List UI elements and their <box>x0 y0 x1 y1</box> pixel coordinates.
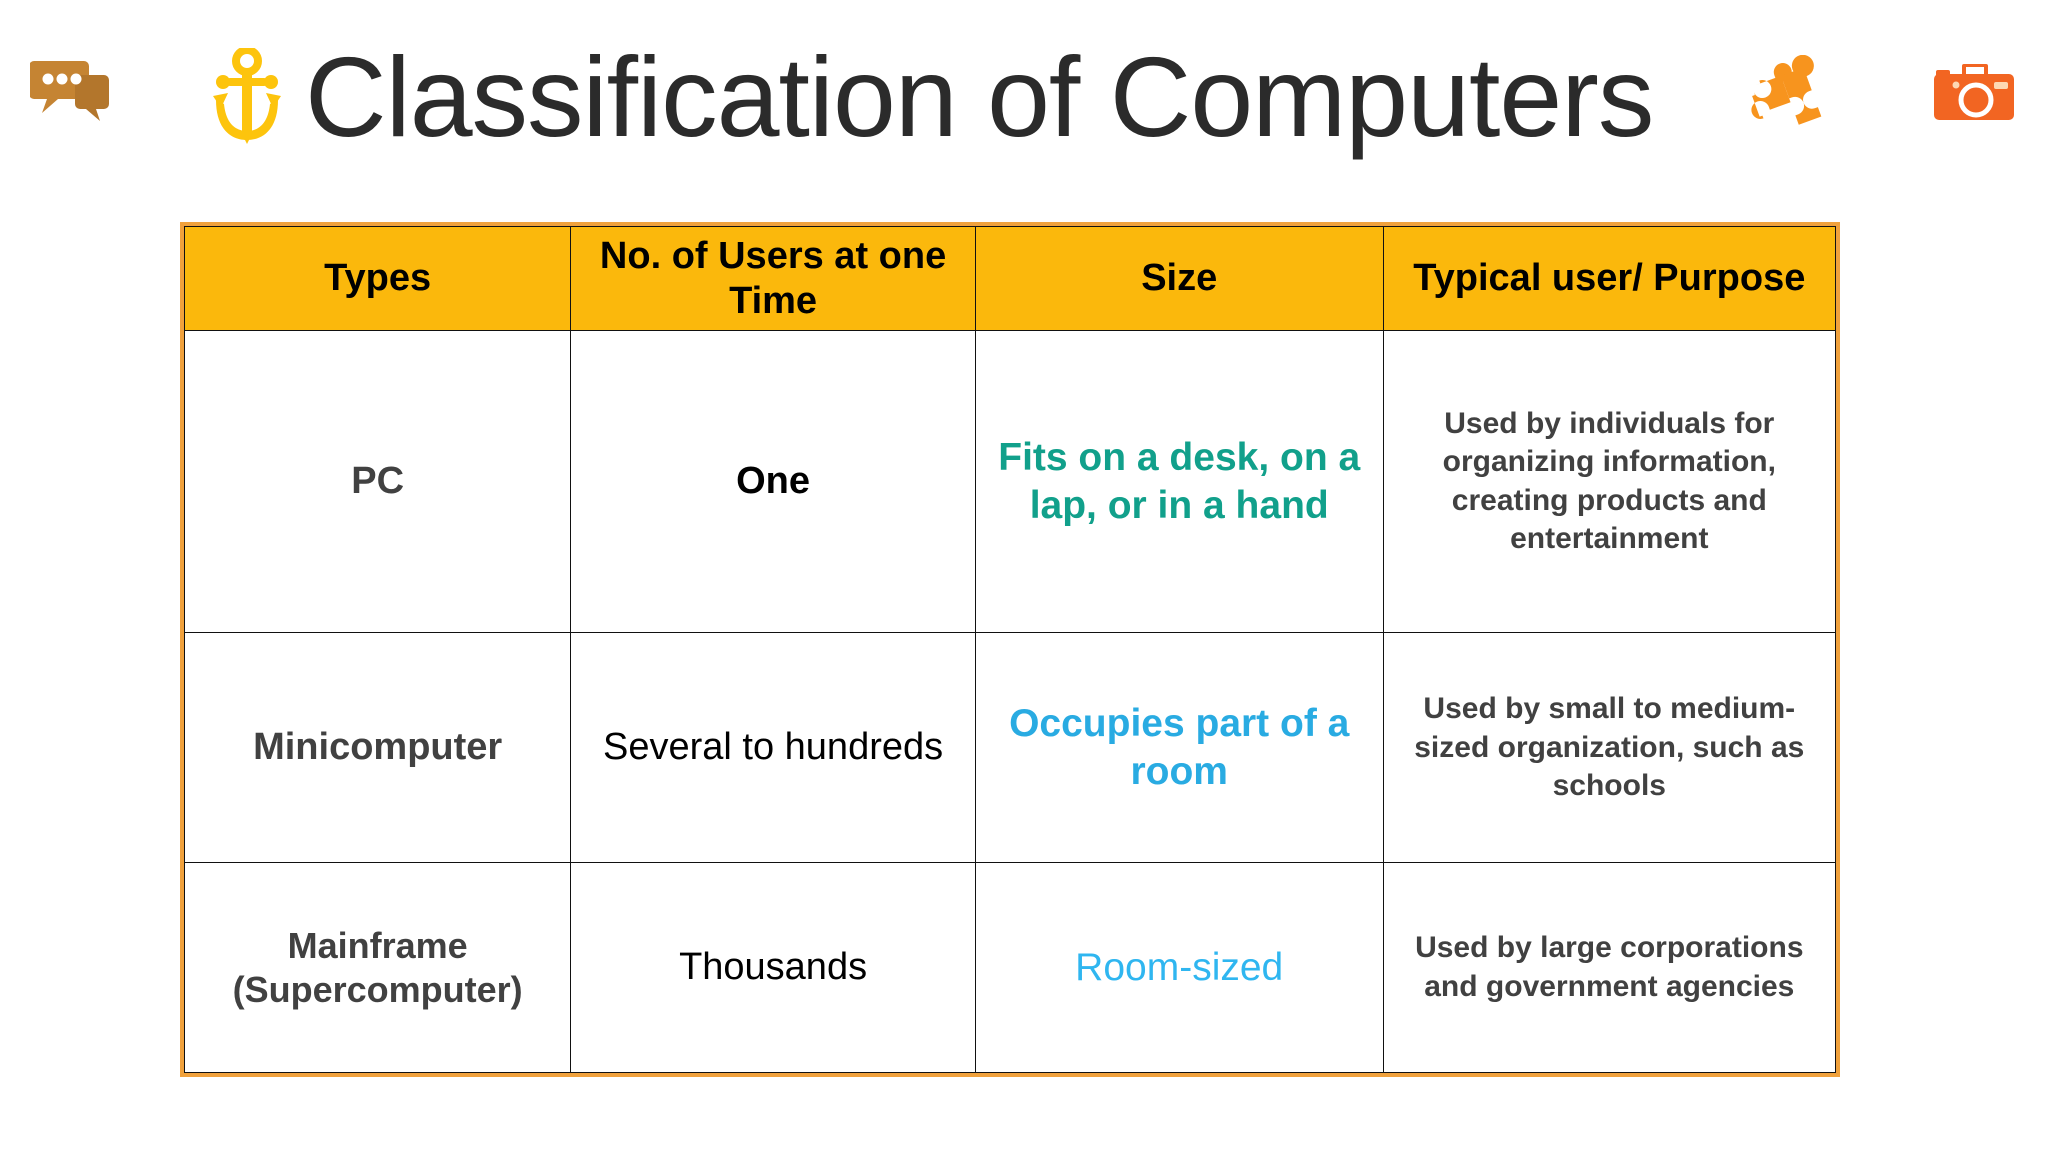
cell-size: Room-sized <box>974 862 1384 1073</box>
puzzle-piece-icon <box>1751 55 1822 125</box>
cell-size: Fits on a desk, on a lap, or in a hand <box>974 329 1384 634</box>
page-title: Classification of Computers <box>305 34 1654 160</box>
classification-table-wrapper: Types No. of Users at one Time Size Typi… <box>180 222 1840 1077</box>
classification-table: Types No. of Users at one Time Size Typi… <box>183 226 1837 1073</box>
slide-title-bar: Classification of Computers <box>0 0 2048 200</box>
column-header-purpose: Typical user/ Purpose <box>1382 226 1837 331</box>
anchor-icon <box>213 48 281 144</box>
table-row: Mainframe (Supercomputer) Thousands Room… <box>183 862 1837 1073</box>
cell-size: Occupies part of a room <box>974 632 1384 864</box>
cell-type: Mainframe (Supercomputer) <box>183 862 572 1073</box>
cell-purpose: Used by small to medium-sized organizati… <box>1382 632 1837 864</box>
column-header-size: Size <box>974 226 1384 331</box>
cell-purpose: Used by large corporations and governmen… <box>1382 862 1837 1073</box>
cell-users: One <box>570 329 976 634</box>
cell-type: Minicomputer <box>183 632 572 864</box>
chat-bubbles-icon <box>30 61 109 121</box>
cell-type: PC <box>183 329 572 634</box>
column-header-types: Types <box>183 226 572 331</box>
cell-users: Several to hundreds <box>570 632 976 864</box>
cell-users: Thousands <box>570 862 976 1073</box>
table-header-row: Types No. of Users at one Time Size Typi… <box>183 226 1837 331</box>
table-row: PC One Fits on a desk, on a lap, or in a… <box>183 329 1837 634</box>
cell-purpose: Used by individuals for organizing infor… <box>1382 329 1837 634</box>
column-header-users: No. of Users at one Time <box>570 226 976 331</box>
table-row: Minicomputer Several to hundreds Occupie… <box>183 632 1837 864</box>
camera-icon <box>1934 64 2014 120</box>
